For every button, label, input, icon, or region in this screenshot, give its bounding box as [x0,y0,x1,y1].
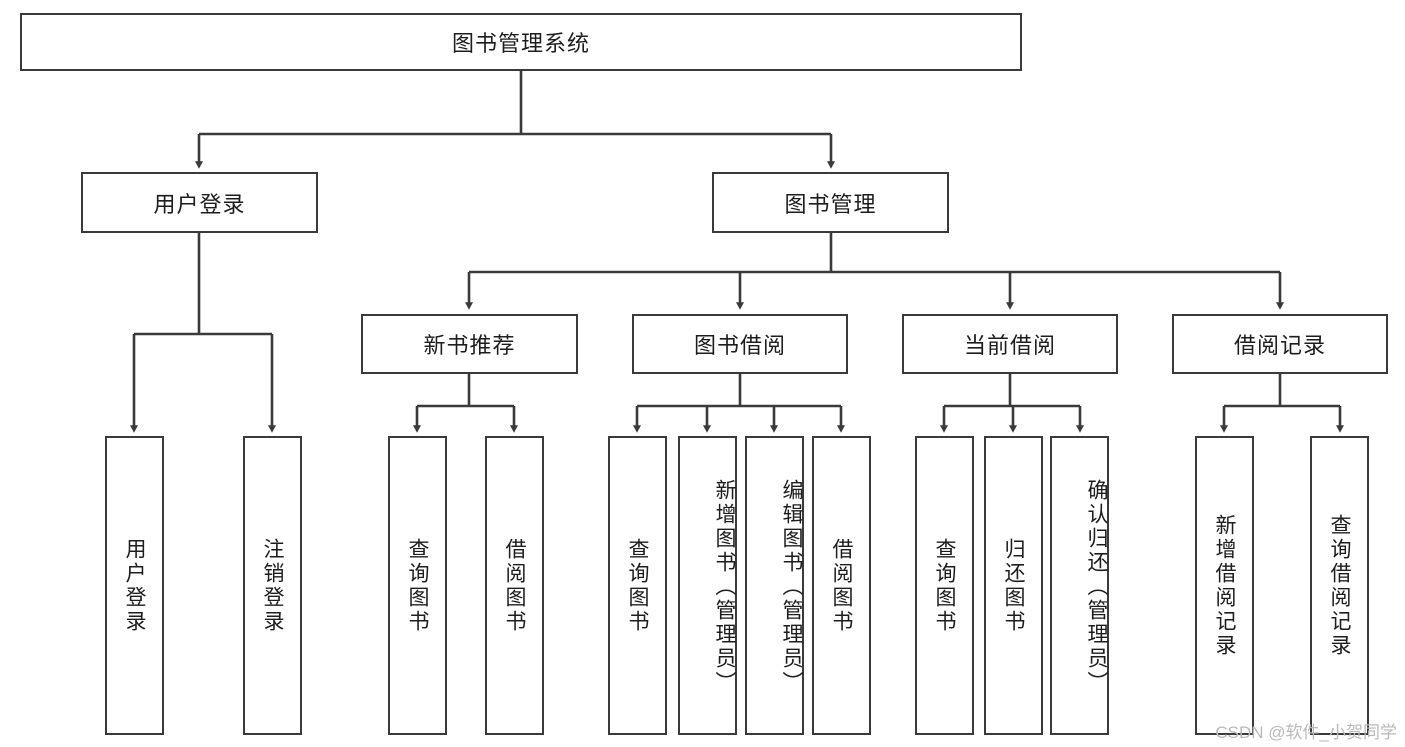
node-leaf-borrow-book-1-label: 借阅图书 [503,537,526,634]
node-user-login[interactable]: 用户登录 [81,172,318,233]
node-new-book-recommend[interactable]: 新书推荐 [361,314,578,374]
node-leaf-add-book[interactable]: 新增图书（管理员） [678,436,737,735]
node-leaf-query-book-2[interactable]: 查询图书 [608,436,667,735]
node-leaf-return-book[interactable]: 归还图书 [984,436,1043,735]
csdn-watermark: CSDN @软件_小贺同学 [1215,723,1397,742]
node-root-system[interactable]: 图书管理系统 [20,13,1022,71]
node-leaf-query-book-3[interactable]: 查询图书 [915,436,974,735]
node-borrow-record[interactable]: 借阅记录 [1172,314,1388,374]
node-leaf-query-record-label: 查询借阅记录 [1328,513,1351,658]
node-leaf-borrow-book-1[interactable]: 借阅图书 [485,436,544,735]
node-leaf-add-record[interactable]: 新增借阅记录 [1195,436,1254,735]
node-leaf-add-book-label: 新增图书（管理员） [713,478,736,695]
node-leaf-add-record-label: 新增借阅记录 [1213,513,1236,658]
node-book-borrow-label: 图书借阅 [693,333,786,358]
node-new-book-recommend-label: 新书推荐 [423,333,516,358]
node-book-management[interactable]: 图书管理 [712,172,949,233]
node-leaf-query-book-1-label: 查询图书 [406,537,429,634]
node-leaf-edit-book-label: 编辑图书（管理员） [780,478,803,695]
node-leaf-borrow-book-2[interactable]: 借阅图书 [812,436,871,735]
node-leaf-logout-login-label: 注销登录 [261,537,284,634]
node-root-system-label: 图书管理系统 [451,31,590,56]
node-current-borrow-label: 当前借阅 [963,333,1056,358]
node-leaf-confirm-return-label: 确认归还（管理员） [1085,478,1108,695]
node-user-login-label: 用户登录 [153,191,246,217]
node-leaf-query-record[interactable]: 查询借阅记录 [1310,436,1369,735]
node-leaf-return-book-label: 归还图书 [1002,537,1025,634]
node-book-borrow[interactable]: 图书借阅 [632,314,848,374]
node-leaf-confirm-return[interactable]: 确认归还（管理员） [1050,436,1109,735]
node-borrow-record-label: 借阅记录 [1233,333,1326,358]
node-current-borrow[interactable]: 当前借阅 [902,314,1118,374]
node-leaf-edit-book[interactable]: 编辑图书（管理员） [745,436,804,735]
node-book-management-label: 图书管理 [784,191,877,217]
node-leaf-query-book-3-label: 查询图书 [933,537,956,634]
node-leaf-query-book-1[interactable]: 查询图书 [388,436,447,735]
node-leaf-user-login[interactable]: 用户登录 [105,436,164,735]
node-leaf-user-login-label: 用户登录 [123,537,146,634]
node-leaf-borrow-book-2-label: 借阅图书 [830,537,853,634]
node-leaf-query-book-2-label: 查询图书 [626,537,649,634]
node-leaf-logout-login[interactable]: 注销登录 [243,436,302,735]
